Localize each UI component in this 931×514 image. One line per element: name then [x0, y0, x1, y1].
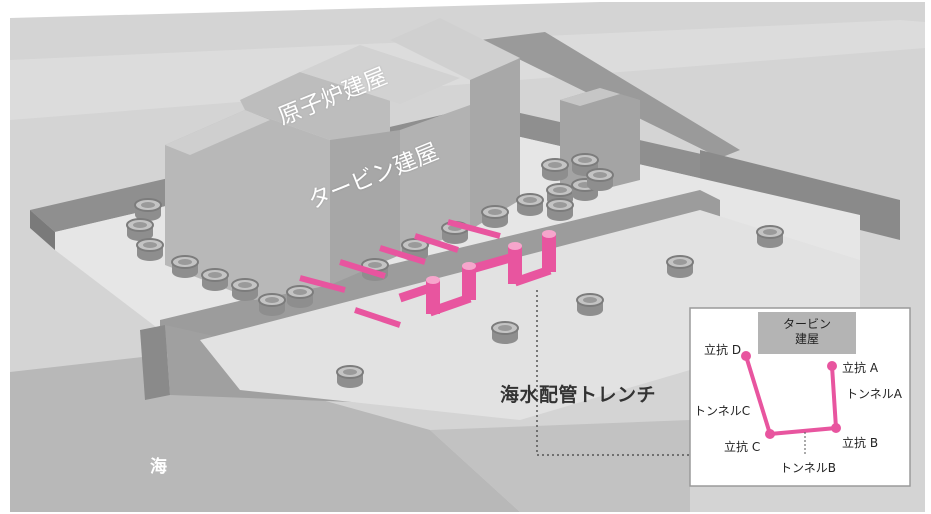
trench-label: 海水配管トレンチ — [500, 384, 657, 406]
leader-line — [536, 290, 690, 456]
vertical-shaft-icon — [508, 242, 522, 284]
building-roof-1 — [300, 45, 460, 104]
shaft-c-label: 立抗 C — [724, 440, 761, 454]
shaft-a-label: 立抗 A — [842, 361, 879, 375]
cylindrical-tank-icon — [541, 158, 569, 181]
inset-shaft-c — [765, 429, 775, 439]
cylindrical-tank-icon — [756, 225, 784, 248]
outer-wall-corner — [30, 210, 55, 250]
cylindrical-tank-icon — [286, 285, 314, 308]
vertical-shaft-icon — [542, 230, 556, 272]
cylindrical-tank-icon — [516, 193, 544, 216]
turbine-building-3 — [470, 58, 520, 230]
sea-label: 海 — [150, 457, 167, 477]
cylindrical-tank-icon — [201, 268, 229, 291]
pipe-segment — [379, 245, 426, 265]
inset-building-line2: 建屋 — [794, 332, 819, 346]
turbine-building-2 — [400, 105, 470, 255]
vertical-shaft-icon — [462, 262, 476, 300]
vertical-shaft-icon — [426, 276, 440, 314]
shaft-b-label: 立抗 B — [842, 436, 879, 450]
sea-area — [10, 355, 520, 512]
pipe-segment — [414, 233, 459, 253]
cylindrical-tank-icon — [546, 198, 574, 221]
cylindrical-tank-icon — [136, 238, 164, 261]
inset-shaft-d — [741, 351, 751, 361]
pipe-highlights — [299, 219, 556, 328]
inset-route — [744, 355, 839, 437]
cylindrical-tank-icon — [586, 168, 614, 191]
tank-group — [126, 153, 784, 388]
front-wall-left — [140, 325, 170, 400]
cylindrical-tank-icon — [126, 218, 154, 241]
reactor-building-top — [165, 110, 270, 155]
pipe-segment — [447, 219, 501, 239]
cylindrical-tank-icon — [171, 255, 199, 278]
cylindrical-tank-icon — [666, 255, 694, 278]
cylindrical-tank-icon — [481, 205, 509, 228]
shore-area — [430, 420, 690, 512]
reactor-building-front — [165, 110, 330, 300]
reactor-building-upper — [240, 72, 390, 140]
inset-building-label: タービン 建屋 — [758, 317, 856, 347]
pipe-segment — [354, 307, 401, 328]
front-wall — [160, 190, 720, 355]
pipe-segment — [398, 283, 432, 303]
inset-turbine-building — [758, 312, 856, 354]
cylindrical-tank-icon — [491, 321, 519, 344]
pipe-segment — [339, 259, 386, 279]
tunnel-c-label: トンネルC — [694, 404, 751, 418]
inset-building-line1: タービン — [782, 317, 831, 331]
cylindrical-tank-icon — [576, 293, 604, 316]
shaft-d-label: 立抗 D — [704, 343, 742, 357]
building-roof-2 — [390, 18, 520, 80]
inset-shaft-a — [827, 361, 837, 371]
auxiliary-building-top — [560, 88, 620, 106]
cylindrical-tank-icon — [258, 293, 286, 316]
cylindrical-tank-icon — [231, 278, 259, 301]
cylindrical-tank-icon — [134, 198, 162, 221]
cylindrical-tank-icon — [571, 153, 599, 176]
inset-shaft-b — [831, 423, 841, 433]
pipe-segment — [299, 275, 346, 293]
tunnel-a-label: トンネルA — [846, 387, 902, 401]
cylindrical-tank-icon — [336, 365, 364, 388]
tunnel-b-label: トンネルB — [780, 461, 836, 475]
